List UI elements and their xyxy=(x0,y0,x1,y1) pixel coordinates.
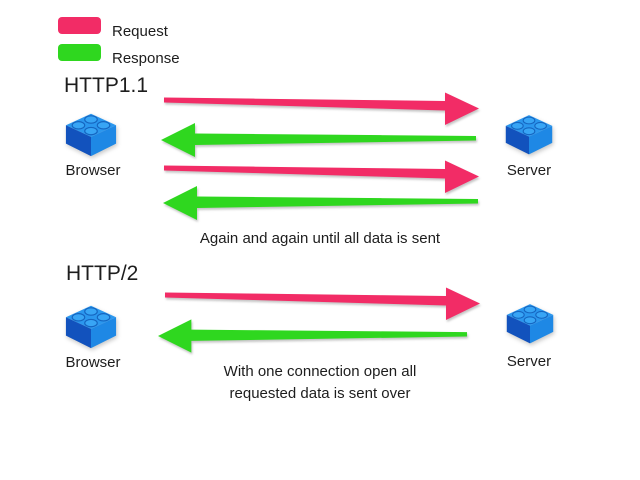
legend-request-label: Request xyxy=(112,23,168,40)
server-brick-icon xyxy=(505,114,553,155)
request-arrow xyxy=(164,160,479,193)
server-brick-icon xyxy=(506,303,554,344)
http2-caption-line1: With one connection open all xyxy=(223,363,417,380)
response-arrow xyxy=(158,319,468,353)
section-http2-heading: HTTP/2 xyxy=(66,262,139,285)
server-label: Server xyxy=(506,162,552,179)
http2-caption-line2: requested data is sent over xyxy=(229,385,411,402)
browser-brick-icon xyxy=(65,305,117,349)
legend-response-label: Response xyxy=(112,50,180,67)
response-arrow-shape xyxy=(161,123,476,157)
request-swatch-rect xyxy=(58,17,101,34)
response-swatch-rect xyxy=(58,44,101,61)
response-color-swatch xyxy=(58,44,101,61)
browser-brick-icon xyxy=(65,113,117,157)
browser-label: Browser xyxy=(65,354,121,371)
request-arrow xyxy=(165,287,480,320)
request-arrow xyxy=(164,92,479,125)
response-arrow xyxy=(163,186,478,220)
browser-label: Browser xyxy=(65,162,121,179)
response-arrow-shape xyxy=(158,319,468,353)
request-arrow-shape xyxy=(164,160,479,193)
response-arrow-shape xyxy=(163,186,478,220)
request-arrow-shape xyxy=(164,92,479,125)
request-arrow-shape xyxy=(165,287,480,320)
http11-caption: Again and again until all data is sent xyxy=(199,230,441,247)
section-http11-heading: HTTP1.1 xyxy=(64,74,149,97)
response-arrow xyxy=(161,123,476,157)
server-label: Server xyxy=(506,353,552,370)
request-color-swatch xyxy=(58,17,101,34)
